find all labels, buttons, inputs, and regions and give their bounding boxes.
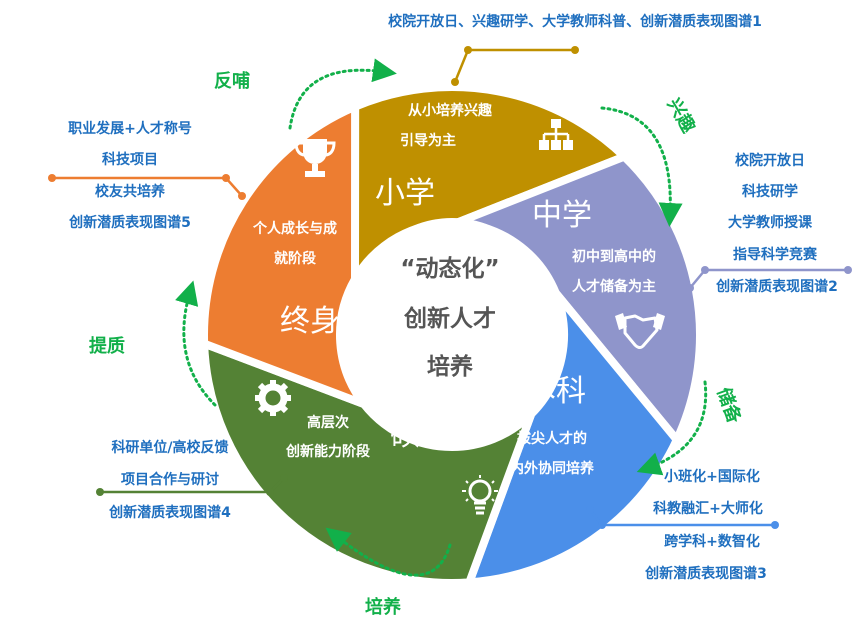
gear-icon — [255, 380, 291, 416]
lifelong-title: 终身 — [280, 304, 340, 339]
elementary-desc1: 从小培养兴趣 — [408, 103, 492, 119]
cultivate-arrow — [325, 527, 452, 577]
connector-dot — [266, 488, 274, 496]
org-chart-icon — [539, 119, 573, 150]
transition-label-cultivate: 培养 — [365, 597, 401, 618]
middle-note-3: 大学教师授课 — [728, 215, 812, 231]
handshake-icon — [615, 313, 665, 350]
connector-dot — [451, 78, 459, 86]
connector-dot — [280, 474, 288, 482]
connector-dot — [771, 521, 779, 529]
elementary-desc2: 引导为主 — [400, 133, 456, 149]
graduate-desc2: 创新能力阶段 — [286, 444, 370, 460]
connector-dot — [464, 46, 472, 54]
lifelong-note-3: 校友共培养 — [95, 184, 165, 200]
center-circle — [352, 218, 552, 418]
connector-dot — [701, 266, 709, 274]
elementary-note: 校院开放日、兴趣研学、大学教师科普、创新潜质表现图谱1 — [388, 14, 762, 30]
feedback-arrow — [288, 58, 397, 130]
middle-note-2: 科技研学 — [742, 184, 798, 200]
connector-dot — [222, 174, 230, 182]
middle-note-4: 指导科学竞赛 — [733, 247, 817, 263]
elementary-connector — [453, 48, 575, 83]
middle-note-5: 创新潜质表现图谱2 — [716, 279, 838, 295]
undergrad-desc1: 拔尖人才的 — [517, 431, 587, 447]
middle-title: 中学 — [532, 198, 592, 233]
connector-dot — [686, 284, 694, 292]
elementary-title: 小学 — [375, 176, 435, 211]
graduate-note-2: 项目合作与研讨 — [121, 472, 219, 488]
middle-desc1: 初中到高中的 — [572, 249, 656, 265]
transition-label-feedback: 反哺 — [214, 71, 250, 92]
connector-dot — [48, 174, 56, 182]
undergrad-segment — [465, 289, 681, 587]
improve-arrow — [175, 280, 217, 407]
undergrad-title: 本科 — [526, 374, 586, 409]
middle-desc2: 人才储备为主 — [572, 279, 656, 295]
center-title-line3: 培养 — [427, 354, 473, 380]
middle-note-1: 校院开放日 — [735, 153, 805, 169]
connector-dot — [586, 506, 594, 514]
graduate-note-3: 创新潜质表现图谱4 — [109, 505, 231, 521]
center-title-line2: 创新人才 — [404, 306, 496, 332]
connector-dot — [96, 488, 104, 496]
connector-dot — [598, 521, 606, 529]
center-title-line1: “动态化” — [400, 256, 500, 282]
interest-arrow — [600, 106, 683, 227]
transition-label-improve: 提质 — [89, 336, 125, 357]
undergrad-desc2: 内外协同培养 — [510, 461, 594, 477]
lifelong-desc1: 个人成长与成 — [253, 221, 337, 237]
undergrad-note-2: 科教融汇+大师化 — [653, 501, 763, 517]
connector-dot — [238, 192, 246, 200]
lifelong-note-2: 科技项目 — [102, 152, 158, 168]
lifelong-desc2: 就阶段 — [274, 251, 316, 267]
reserve-arrow — [636, 380, 708, 476]
graduate-note-1: 科研单位/高校反馈 — [111, 440, 229, 456]
lifelong-note-1: 职业发展+人才称号 — [68, 121, 192, 137]
undergrad-note-1: 小班化+国际化 — [664, 469, 760, 485]
lightbulb-icon — [462, 475, 498, 515]
connector-dot — [844, 266, 852, 274]
graduate-title: 硕博 — [390, 418, 450, 453]
lifelong-segment — [200, 102, 368, 408]
connector-dot — [571, 46, 579, 54]
undergrad-note-3: 跨学科+数智化 — [664, 534, 760, 550]
lifelong-note-4: 创新潜质表现图谱5 — [69, 215, 191, 231]
trophy-icon — [294, 139, 336, 177]
undergrad-note-4: 创新潜质表现图谱3 — [645, 566, 767, 582]
graduate-desc1: 高层次 — [307, 415, 349, 431]
